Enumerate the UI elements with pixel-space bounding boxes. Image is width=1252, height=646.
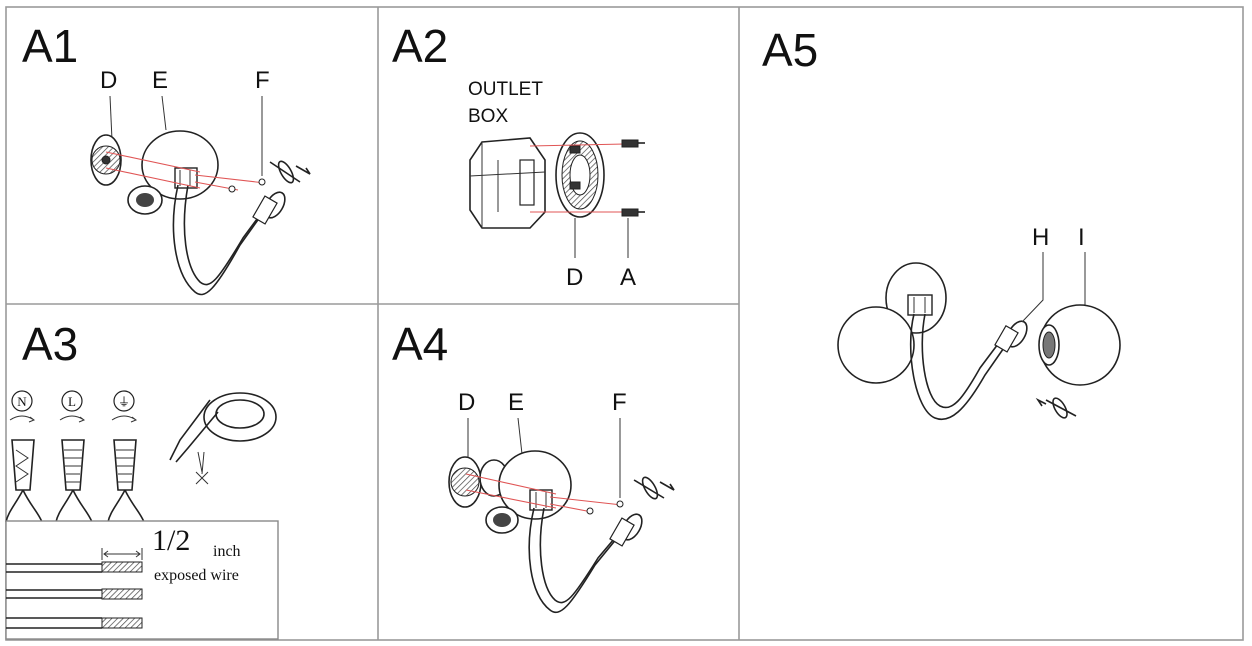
strip-length-unit: inch: [213, 543, 241, 560]
strip-length-value: 1/2: [152, 524, 190, 557]
label-d: D: [566, 264, 583, 291]
label-d: D: [458, 389, 475, 416]
wall-plate: [485, 417, 572, 534]
label-f: F: [255, 67, 270, 94]
wire-connectors: [5, 439, 145, 523]
lamp-arm: [528, 507, 643, 614]
terminal-symbols: N L ⏚: [9, 390, 138, 423]
lamp-arm: [172, 184, 286, 296]
label-i: I: [1078, 224, 1085, 251]
right-glass-globe: [1038, 304, 1121, 386]
panel-a2-title: A2: [392, 20, 448, 72]
label-f: F: [612, 389, 627, 416]
left-glass-globe: [837, 306, 915, 384]
ground-icon: ⏚: [118, 395, 130, 409]
a1-guide-lines: [105, 151, 266, 193]
strip-length-caption: exposed wire: [154, 567, 239, 584]
outlet-box-label-line1: OUTLET: [468, 79, 543, 100]
pointer-lines: [1021, 252, 1086, 323]
outlet-box-label-line2: BOX: [468, 106, 508, 127]
outlet-box: [469, 137, 546, 229]
panel-grid: [5, 6, 1244, 641]
wall-plate: [127, 95, 219, 215]
mounting-bracket: [448, 418, 509, 508]
label-h: H: [1032, 224, 1049, 251]
label-e: E: [152, 67, 168, 94]
mounting-bracket: [90, 95, 122, 186]
panel-a3: A3 N L ⏚: [5, 318, 279, 640]
panel-a2: A2 OUTLET BOX D A: [392, 20, 645, 291]
panel-a4-title: A4: [392, 318, 448, 370]
live-symbol: L: [68, 394, 76, 409]
a2-guide-lines: [529, 143, 626, 213]
panel-a4: A4 D E F: [392, 318, 675, 614]
lamp-arm: [909, 313, 1028, 421]
panel-a1: A1 D E F: [22, 20, 311, 296]
finial-screw: [261, 96, 311, 184]
panel-a3-title: A3: [22, 318, 78, 370]
label-e: E: [508, 389, 524, 416]
finial-screw: [1035, 397, 1077, 419]
panel-a1-title: A1: [22, 20, 78, 72]
a4-guide-lines: [465, 473, 624, 515]
panel-a5-title: A5: [762, 24, 818, 76]
mounting-bracket: [555, 132, 605, 218]
label-a: A: [620, 264, 636, 291]
insulating-tape: [169, 392, 277, 485]
label-d: D: [100, 67, 117, 94]
wire-strip-diagram: 1/2 inch exposed wire: [5, 520, 279, 640]
neutral-symbol: N: [17, 394, 27, 409]
mounting-screws: [621, 139, 645, 217]
finial-screw: [619, 418, 675, 500]
panel-a5: A5 H I: [762, 24, 1121, 421]
